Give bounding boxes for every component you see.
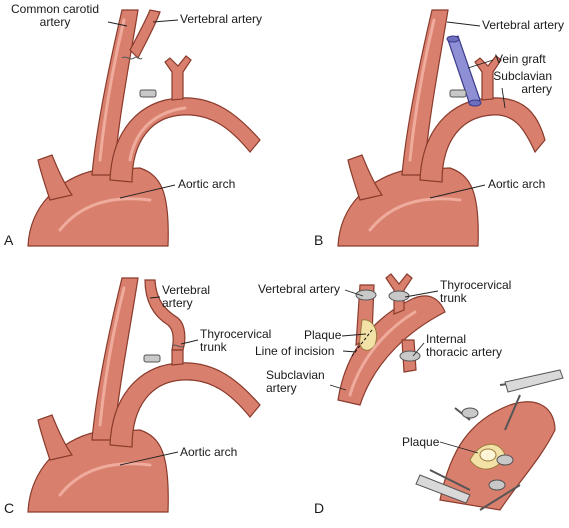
label-d-vertebral: Vertebral artery — [258, 282, 341, 296]
panel-letter-b: B — [314, 232, 324, 248]
label-a-vertebral: Vertebral artery — [180, 12, 263, 26]
label-c-aortic-arch: Aortic arch — [180, 445, 238, 459]
label-d-subclavian: Subclavian artery — [266, 368, 325, 395]
panel-c-art — [27, 277, 261, 513]
label-c-vertebral: Vertebral artery — [162, 283, 211, 310]
label-b-vertebral: Vertebral artery — [482, 18, 565, 32]
label-b-subclavian: Subclavian artery — [493, 69, 552, 96]
panel-a-art — [27, 9, 261, 247]
label-a-aortic-arch: Aortic arch — [178, 177, 236, 191]
label-a-common-carotid: Common carotid artery — [10, 2, 100, 29]
panel-d-art — [337, 273, 564, 511]
panel-letter-c: C — [4, 500, 15, 516]
leader-lines — [107, 19, 506, 466]
label-c-thyrocervical: Thyrocervical trunk — [200, 327, 272, 354]
panel-letter-d: D — [314, 500, 325, 516]
label-d-plaque: Plaque — [304, 328, 342, 342]
panel-letter-a: A — [4, 232, 14, 248]
label-b-vein-graft: Vein graft — [495, 52, 546, 66]
label-d-thyrocervical: Thyrocervical trunk — [440, 278, 512, 305]
label-b-aortic-arch: Aortic arch — [488, 177, 546, 191]
label-d-internal-thoracic: Internal thoracic artery — [426, 332, 503, 359]
label-d-line-of-incision: Line of incision — [255, 344, 335, 358]
panel-b-art — [337, 9, 546, 247]
label-d-plaque-inset: Plaque — [402, 435, 440, 449]
